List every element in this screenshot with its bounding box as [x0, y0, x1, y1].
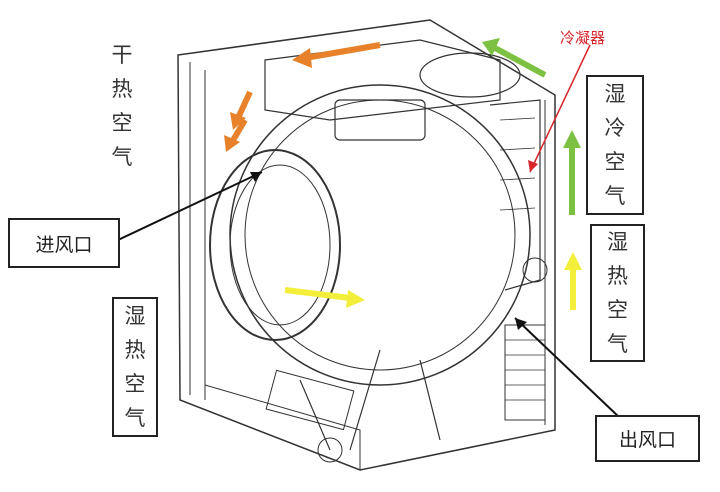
char: 气 [604, 184, 626, 208]
char: 热 [607, 264, 628, 288]
green-arrow [493, 45, 547, 78]
label-air-inlet: 进风口 [8, 218, 120, 268]
char: 空 [607, 298, 628, 322]
label-dry-hot-air: 干 热 空 气 [92, 32, 152, 180]
char: 气 [111, 145, 133, 169]
label-wet-cold-air: 湿 冷 空 气 [586, 75, 644, 215]
orange-arrow [235, 90, 253, 120]
outlet-pointer [514, 317, 621, 419]
inlet-pointer [117, 171, 263, 241]
char: 热 [111, 77, 133, 101]
orange-arrow [229, 118, 248, 144]
cabinet-outline [177, 19, 556, 471]
char: 冷 [604, 116, 626, 140]
yellow-arrow [284, 287, 351, 301]
char: 热 [124, 338, 146, 362]
condenser-pointer [529, 44, 591, 173]
orange-arrow [304, 42, 381, 61]
label-wet-hot-air-right: 湿 热 空 气 [590, 224, 645, 362]
char: 气 [607, 332, 628, 356]
char: 湿 [604, 82, 626, 106]
char: 湿 [607, 230, 628, 254]
char: 空 [111, 111, 133, 135]
char: 空 [604, 150, 626, 174]
label-air-outlet: 出风口 [595, 415, 700, 462]
char: 气 [124, 406, 146, 430]
char: 湿 [124, 304, 146, 328]
label-wet-hot-air-left: 湿 热 空 气 [112, 297, 158, 437]
char: 空 [124, 372, 146, 396]
char: 干 [111, 43, 133, 67]
door-opening [209, 149, 341, 341]
label-condenser: 冷凝器 [560, 29, 606, 47]
